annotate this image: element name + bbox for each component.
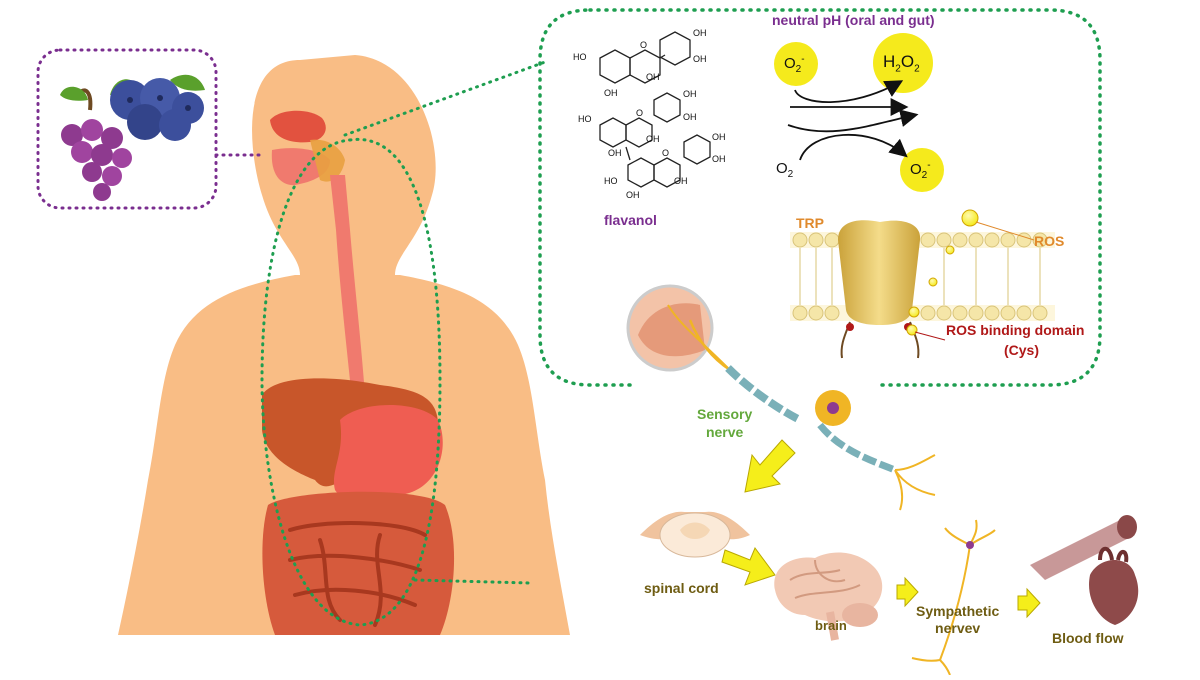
reaction-arrow-3	[787, 109, 919, 133]
o-symbol: O	[900, 52, 915, 71]
sensory-nerve-label: Sensory nerve	[697, 405, 752, 441]
cell-membrane	[790, 232, 1055, 321]
o-sub: 2	[921, 170, 928, 181]
cys-binding-site	[846, 323, 854, 331]
atom-label: HO	[578, 114, 592, 124]
atom-label: O	[662, 148, 669, 158]
mouth-organs	[270, 110, 345, 186]
fruit-box	[36, 48, 218, 210]
stomach	[333, 405, 443, 500]
trp-label: TRP	[796, 215, 824, 231]
brain-icon	[774, 552, 883, 641]
sensory-line1: Sensory	[697, 406, 753, 422]
atom-label: OH	[626, 190, 640, 200]
ros-binding-pointer	[914, 331, 946, 341]
atom-label: OH	[674, 176, 688, 186]
o-symbol: O	[784, 55, 796, 72]
blood-flow-label: Blood flow	[1052, 630, 1124, 646]
arrow-to-sympathetic	[896, 576, 919, 608]
o-sub: 2	[787, 169, 794, 180]
spinal-cord-icon	[640, 511, 750, 558]
superoxide-circle-bottom	[900, 148, 944, 192]
atom-label: OH	[683, 112, 697, 122]
atom-label: OH	[693, 54, 707, 64]
detail-panel	[538, 8, 1102, 387]
atom-label: OH	[683, 89, 697, 99]
atom-label: OH	[712, 132, 726, 142]
structure-atom-labels: HO O OH OH OH OH HO O OH OH OH OH HO O O…	[573, 28, 726, 200]
arrow-to-spinal	[744, 439, 796, 493]
ros-label: ROS	[1034, 233, 1065, 249]
o-symbol: O	[910, 161, 922, 178]
atom-label: OH	[646, 72, 660, 82]
reaction-arrow-1	[794, 80, 904, 104]
superoxide-circle-top	[774, 42, 818, 86]
atom-label: OH	[646, 134, 660, 144]
connector-to-panel	[343, 60, 547, 137]
o-sub: 2	[795, 64, 802, 75]
oxygen-formula: O2	[776, 160, 793, 180]
brain-label: brain	[815, 618, 847, 633]
ros-particles	[906, 209, 979, 336]
cys-label: (Cys)	[1004, 342, 1040, 358]
sympathetic-nerve-label: Sympathetic nervev	[916, 603, 999, 637]
atom-label: O	[640, 40, 647, 50]
atom-label: OH	[604, 88, 618, 98]
atom-label: OH	[712, 154, 726, 164]
heart-icon	[1089, 546, 1139, 625]
grapes-icon	[60, 86, 132, 201]
blood-vessel-icon	[1030, 515, 1137, 580]
h2o2-circle	[873, 33, 933, 93]
ros-pointer	[975, 221, 1035, 241]
superoxide-bottom-formula: O2-	[910, 160, 931, 181]
intestines	[262, 491, 455, 635]
reaction-arrow-4	[799, 134, 908, 161]
o-sup: -	[927, 160, 931, 171]
sympathetic-line2: nervev	[935, 620, 981, 636]
o-sub: 2	[914, 63, 920, 75]
arrow-to-heart	[1017, 587, 1041, 619]
sensory-line2: nerve	[705, 424, 744, 440]
o-sup: -	[801, 54, 805, 65]
atom-label: OH	[608, 148, 622, 158]
panel-title: neutral pH (oral and gut)	[772, 12, 935, 28]
sympathetic-neuron-icon	[911, 519, 996, 676]
connector-to-gut	[413, 578, 532, 585]
o-symbol: O	[776, 160, 788, 177]
atom-label: HO	[573, 52, 587, 62]
atom-label: O	[636, 108, 643, 118]
esophagus	[330, 175, 365, 400]
flavanol-structures	[599, 31, 711, 188]
sympathetic-line1: Sympathetic	[916, 603, 1000, 619]
ros-binding-label: ROS binding domain	[946, 322, 1085, 338]
neuron-icon	[626, 284, 936, 511]
h-sub: 2	[895, 63, 901, 75]
spinal-cord-label: spinal cord	[644, 580, 719, 596]
body-digestive-outline	[260, 138, 442, 627]
superoxide-top-formula: O2-	[784, 54, 805, 75]
atom-label: OH	[693, 28, 707, 38]
arrow-to-brain	[721, 546, 776, 586]
flavanol-label: flavanol	[604, 212, 657, 228]
blueberries-icon	[110, 74, 205, 141]
h2o2-formula: H2O2	[883, 52, 920, 74]
atom-label: HO	[604, 176, 618, 186]
trp-channel	[838, 220, 921, 325]
h-symbol: H	[883, 52, 896, 71]
